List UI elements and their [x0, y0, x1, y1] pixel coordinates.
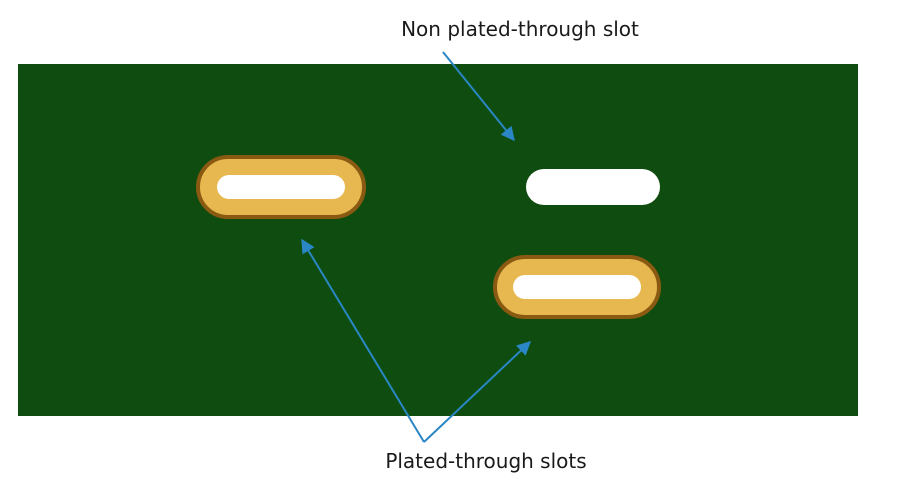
plated-slot-right: [493, 255, 661, 319]
plated-slot-right-hole: [513, 275, 641, 299]
pcb-board: [18, 64, 858, 416]
arrow-plated-left: [301, 238, 425, 443]
plated-slot-left-hole: [217, 175, 345, 199]
label-non-plated-slot: Non plated-through slot: [401, 17, 639, 41]
arrow-non-plated: [442, 51, 515, 142]
label-plated-slots: Plated-through slots: [385, 449, 586, 473]
non-plated-slot-hole: [526, 169, 660, 205]
arrow-plated-right: [423, 341, 532, 443]
plated-slot-left: [196, 155, 366, 219]
